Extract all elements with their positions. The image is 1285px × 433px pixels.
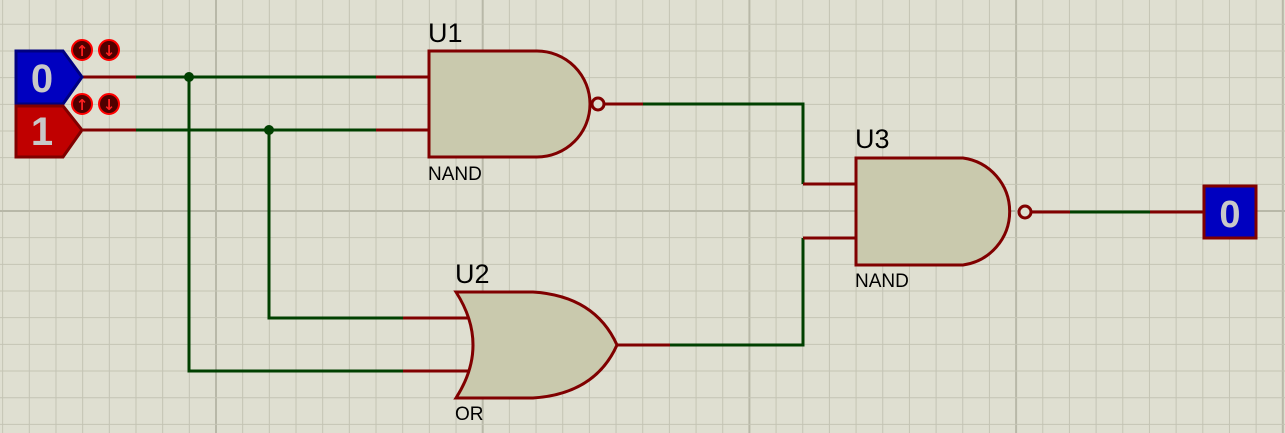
input-probe-a[interactable]: 0 [14, 49, 84, 106]
gate-ref-label: U1 [428, 18, 463, 48]
input-probe-b[interactable]: 1 [14, 104, 84, 159]
input-a-state: 0 [31, 57, 53, 101]
toggle-up-button-b[interactable]: ↑ [71, 93, 93, 115]
arrow-down-icon: ↓ [103, 96, 116, 114]
gate-u3-nand[interactable]: U3 NAND [854, 124, 1033, 292]
arrow-up-icon: ↑ [76, 96, 89, 114]
gate-ref-label: U2 [455, 259, 490, 289]
or-gate-body [453, 290, 619, 400]
gate-ref-label: U3 [855, 124, 890, 154]
arrow-up-icon: ↑ [76, 42, 89, 60]
wires [136, 75, 1150, 373]
junction-dot [264, 125, 274, 135]
wire-u1-to-u3[interactable] [643, 102, 805, 184]
gate-u2-or[interactable]: U2 OR [453, 259, 619, 425]
input-b-state: 1 [31, 110, 53, 154]
inversion-bubble [590, 96, 606, 112]
junction-dot [184, 72, 194, 82]
wire-u2-to-u3[interactable] [670, 238, 805, 347]
output-state: 0 [1219, 194, 1240, 236]
gate-type-label: NAND [428, 164, 482, 185]
toggle-up-button-a[interactable]: ↑ [71, 39, 93, 61]
wire-b-to-u2[interactable] [267, 130, 403, 320]
gate-type-label: OR [455, 404, 484, 425]
wire-a-to-u2[interactable] [187, 77, 403, 373]
arrow-down-icon: ↓ [103, 42, 116, 60]
output-probe[interactable]: 0 [1202, 184, 1258, 240]
toggle-down-button-b[interactable]: ↓ [98, 93, 120, 115]
toggle-down-button-a[interactable]: ↓ [98, 39, 120, 61]
gate-type-label: NAND [855, 271, 909, 292]
nand-gate-body [427, 49, 592, 159]
nand-gate-body [854, 156, 1012, 267]
inversion-bubble [1017, 204, 1033, 220]
gate-u1-nand[interactable]: U1 NAND [427, 18, 606, 185]
